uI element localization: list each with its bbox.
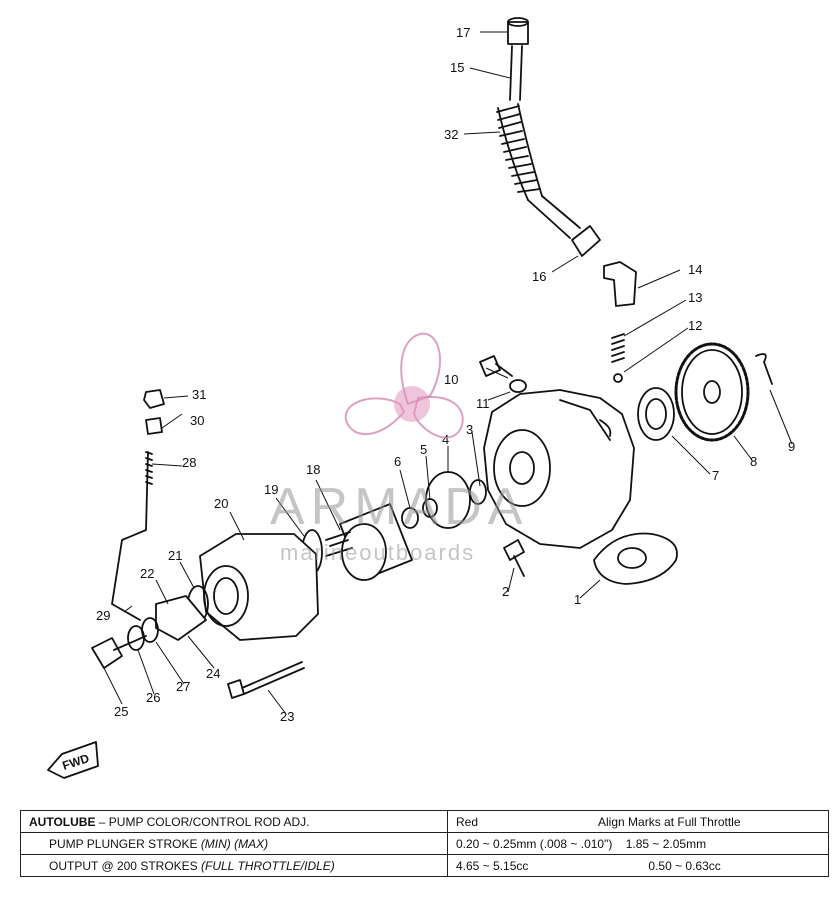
label-15: 15: [450, 60, 464, 75]
spec-output-values-cell: 4.65 ~ 5.15cc 0.50 ~ 0.63cc: [447, 854, 829, 877]
spec-color-cell: Red Align Marks at Full Throttle: [447, 810, 829, 833]
label-5: 5: [420, 442, 427, 457]
spec-output-full: 4.65 ~ 5.15cc: [456, 858, 529, 873]
label-25: 25: [114, 704, 128, 719]
label-32: 32: [444, 127, 458, 142]
leader-lines: [103, 31, 793, 715]
label-20: 20: [214, 496, 228, 511]
spec-stroke-label-italic: (MIN) (MAX): [200, 836, 269, 851]
label-10: 10: [444, 372, 458, 387]
part-number-labels: 17 15 32 16 14 13 12 10 11 3 4 5 6 7 8 9…: [96, 25, 795, 724]
spec-row-header: AUTOLUBE – PUMP COLOR/CONTROL ROD ADJ. R…: [20, 810, 829, 833]
label-9: 9: [788, 439, 795, 454]
label-13: 13: [688, 290, 702, 305]
spec-stroke-values-cell: 0.20 ~ 0.25mm (.008 ~ .010") 1.85 ~ 2.05…: [447, 832, 829, 855]
parts-drawing: [47, 17, 773, 779]
watermark-brand: ARMADA: [270, 478, 528, 536]
label-3: 3: [466, 422, 473, 437]
spec-stroke-min: 0.20 ~ 0.25mm (.008 ~ .010"): [456, 836, 613, 851]
spec-title-bold: AUTOLUBE: [29, 814, 96, 829]
label-17: 17: [456, 25, 470, 40]
exploded-parts-diagram: 17 15 32 16 14 13 12 10 11 3 4 5 6 7 8 9…: [47, 17, 795, 779]
propeller-logo-icon: [344, 332, 464, 439]
spec-table: AUTOLUBE – PUMP COLOR/CONTROL ROD ADJ. R…: [20, 810, 829, 877]
label-12: 12: [688, 318, 702, 333]
label-1: 1: [574, 592, 581, 607]
spec-stroke-max: 1.85 ~ 2.05mm: [625, 836, 707, 851]
label-18: 18: [306, 462, 320, 477]
label-24: 24: [206, 666, 220, 681]
spec-output-label: OUTPUT @ 200 STROKES: [49, 858, 201, 873]
watermark: ARMADA marineoutboards: [270, 332, 528, 565]
label-11: 11: [476, 396, 490, 411]
label-2: 2: [502, 584, 509, 599]
label-22: 22: [140, 566, 154, 581]
spec-stroke-label: PUMP PLUNGER STROKE: [49, 836, 201, 851]
label-21: 21: [168, 548, 182, 563]
spec-output-label-cell: OUTPUT @ 200 STROKES (FULL THROTTLE/IDLE…: [20, 854, 448, 877]
label-23: 23: [280, 709, 294, 724]
spec-align-note: Align Marks at Full Throttle: [598, 814, 741, 829]
label-31: 31: [192, 387, 206, 402]
label-30: 30: [190, 413, 204, 428]
spec-row-stroke: PUMP PLUNGER STROKE (MIN) (MAX) 0.20 ~ 0…: [20, 832, 829, 855]
spec-stroke-label-cell: PUMP PLUNGER STROKE (MIN) (MAX): [20, 832, 448, 855]
watermark-tagline: marineoutboards: [280, 540, 475, 565]
spec-output-idle: 0.50 ~ 0.63cc: [648, 858, 721, 873]
label-7: 7: [712, 468, 719, 483]
label-16: 16: [532, 269, 546, 284]
spec-pump-color: Red: [456, 814, 479, 829]
label-6: 6: [394, 454, 401, 469]
label-28: 28: [182, 455, 196, 470]
spec-row-output: OUTPUT @ 200 STROKES (FULL THROTTLE/IDLE…: [20, 854, 829, 877]
label-27: 27: [176, 679, 190, 694]
label-8: 8: [750, 454, 757, 469]
label-4: 4: [442, 432, 449, 447]
spec-output-label-italic: (FULL THROTTLE/IDLE): [201, 858, 335, 873]
spec-title-cell: AUTOLUBE – PUMP COLOR/CONTROL ROD ADJ.: [20, 810, 448, 833]
label-26: 26: [146, 690, 160, 705]
label-29: 29: [96, 608, 110, 623]
label-19: 19: [264, 482, 278, 497]
spec-title-rest: – PUMP COLOR/CONTROL ROD ADJ.: [95, 814, 310, 829]
label-14: 14: [688, 262, 702, 277]
